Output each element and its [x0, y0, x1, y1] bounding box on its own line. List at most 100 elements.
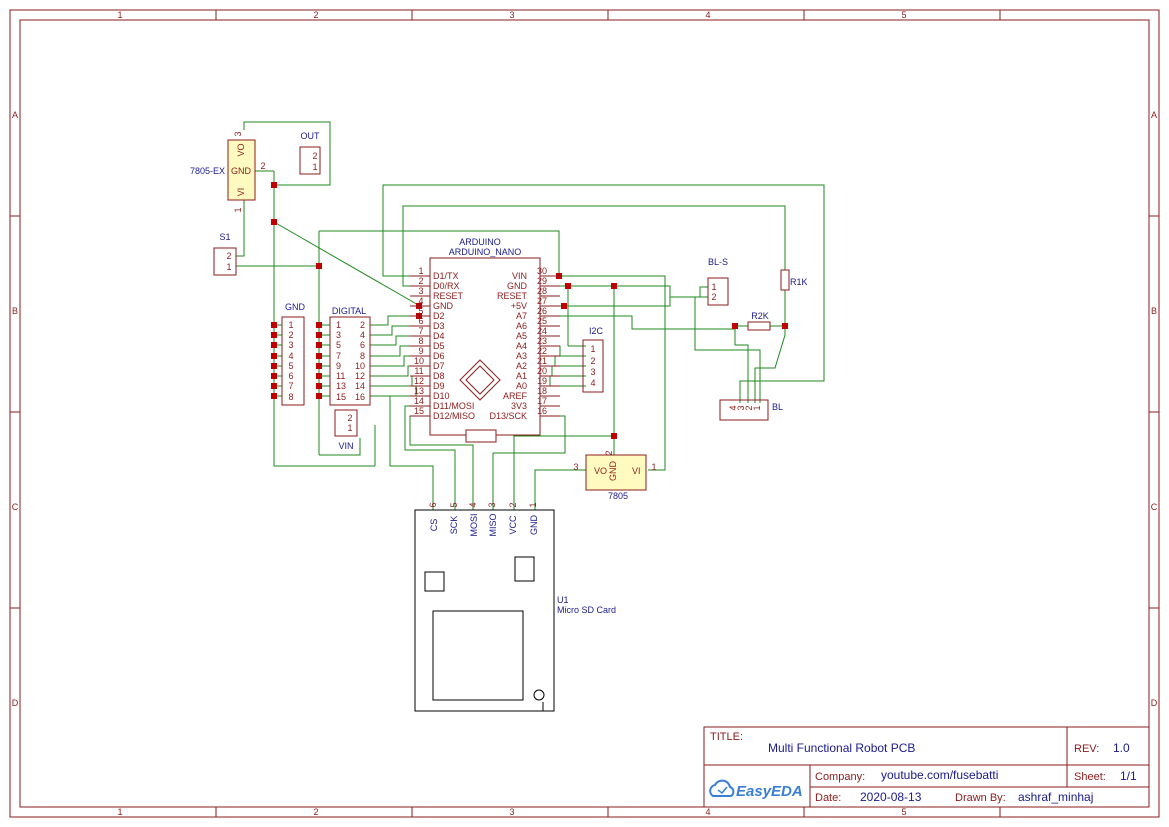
nano-lnum-12: 12 — [414, 376, 424, 386]
nano-lnum-2: 2 — [418, 276, 423, 286]
reg2-num-1: 1 — [651, 462, 656, 472]
row-label-left-d: D — [12, 698, 19, 708]
gnd-pin-7: 7 — [288, 381, 293, 391]
gnd-pin-6: 6 — [288, 371, 293, 381]
title-block: TITLE: Multi Functional Robot PCB REV: 1… — [703, 726, 1150, 808]
nano-pin-d5: D5 — [433, 341, 445, 351]
arduino-nano[interactable]: ARDUINO ARDUINO_NANO 1 2 3 4 — [410, 237, 560, 443]
nano-pin-d13-sck: D13/SCK — [489, 411, 527, 421]
digital-header[interactable]: DIGITAL 1 3 5 7 9 11 13 15 2 4 6 8 10 12… — [329, 306, 371, 406]
sd-num-4: 4 — [468, 502, 478, 507]
bl-s-pin-1: 1 — [711, 282, 716, 292]
bl-connector[interactable]: BL 4 3 2 1 — [719, 399, 783, 421]
nano-rnum-27: 27 — [537, 296, 547, 306]
digital-pin-6: 6 — [360, 340, 365, 350]
row-label-right-c: C — [1151, 502, 1158, 512]
digital-pin-15: 15 — [336, 392, 346, 402]
reg1-num-3: 3 — [233, 131, 243, 136]
digital-pin-9: 9 — [336, 361, 341, 371]
reg2-num-2: 2 — [604, 450, 614, 455]
nano-rnum-30: 30 — [537, 266, 547, 276]
sd-ref: U1 — [557, 595, 569, 605]
vin-connector[interactable]: 2 1 VIN — [334, 409, 358, 451]
digital-pin-7: 7 — [336, 351, 341, 361]
resistor-r1k[interactable]: R1K — [780, 269, 808, 291]
col-label-bottom-1: 1 — [117, 807, 122, 817]
i2c-pin-2: 2 — [590, 356, 595, 366]
gnd-header[interactable]: GND 1 2 3 4 5 6 7 8 — [281, 302, 306, 406]
nano-pin-a6: A6 — [516, 321, 527, 331]
frame-column-labels-bottom: 1 2 3 4 5 — [117, 807, 906, 817]
nano-pin-a1: A1 — [516, 371, 527, 381]
micro-sd-card-module[interactable]: 6 5 4 3 2 1 CS SCK MOSI MISO VCC GND U1 … — [414, 502, 616, 712]
nano-lnum-6: 6 — [418, 316, 423, 326]
col-label-bottom-3: 3 — [509, 807, 514, 817]
nano-left-pin-lines — [410, 275, 430, 417]
i2c-connector[interactable]: I2C 1 2 3 4 — [582, 326, 604, 393]
digital-pin-11: 11 — [336, 371, 345, 381]
row-label-left-a: A — [12, 110, 18, 120]
digital-left-pins: 1 3 5 7 9 11 13 15 — [336, 320, 346, 402]
out-connector[interactable]: OUT 2 1 — [299, 131, 321, 175]
regulator-7805[interactable]: VO GND VI 3 2 1 7805 — [573, 450, 656, 501]
nano-pin-d2: D2 — [433, 311, 445, 321]
reg1-pin-gnd: GND — [231, 166, 252, 176]
nano-rnum-25: 25 — [537, 316, 547, 326]
company-label: Company: — [815, 771, 865, 783]
sd-pin-names: CS SCK MOSI MISO VCC GND — [429, 513, 539, 536]
nano-lnum-3: 3 — [418, 286, 423, 296]
wires — [236, 121, 825, 510]
nano-pin-a3: A3 — [516, 351, 527, 361]
col-label-top-2: 2 — [313, 10, 318, 20]
gnd-header-name: GND — [285, 302, 306, 312]
switch-s1[interactable]: S1 2 1 — [213, 232, 237, 276]
nano-pin-d12-miso: D12/MISO — [433, 411, 475, 421]
reg2-pin-vi: VI — [632, 466, 641, 476]
out-name: OUT — [301, 131, 321, 141]
nano-left-pin-names: D1/TX D0/RX RESET GND D2 D3 D4 D5 D6 D7 … — [433, 271, 475, 421]
resistor-r2k[interactable]: R2K — [747, 311, 771, 331]
row-label-left-c: C — [12, 502, 19, 512]
sd-num-6: 6 — [428, 502, 438, 507]
nano-pin-d9: D9 — [433, 381, 445, 391]
nano-pin-vin: VIN — [512, 271, 527, 281]
nano-pin-d4: D4 — [433, 331, 445, 341]
sd-pin-gnd: GND — [529, 515, 539, 536]
nano-rnum-26: 26 — [537, 306, 547, 316]
r1k-label: R1K — [790, 277, 808, 287]
sd-name: Micro SD Card — [557, 605, 616, 615]
bl-s-connector[interactable]: BL-S 1 2 — [707, 257, 729, 306]
digital-pin-13: 13 — [336, 381, 346, 391]
i2c-pin-4: 4 — [590, 378, 595, 388]
i2c-pin-3: 3 — [590, 367, 595, 377]
nano-right-pin-lines — [540, 275, 560, 417]
company-value: youtube.com/fusebatti — [881, 768, 998, 782]
nano-pin-d7: D7 — [433, 361, 445, 371]
nano-left-pin-numbers: 1 2 3 4 5 6 7 8 9 10 11 12 13 14 15 — [414, 266, 424, 416]
nano-rnum-23: 23 — [537, 336, 547, 346]
nano-lnum-4: 4 — [418, 296, 423, 306]
nano-rnum-28: 28 — [537, 286, 547, 296]
nano-pin-a0: A0 — [516, 381, 527, 391]
cloud-icon — [709, 779, 735, 797]
bl-s-name: BL-S — [708, 257, 728, 267]
digital-pin-2: 2 — [360, 320, 365, 330]
i2c-pin-1: 1 — [590, 344, 595, 354]
col-label-bottom-5: 5 — [901, 807, 906, 817]
nano-pin-d3: D3 — [433, 321, 445, 331]
sd-num-3: 3 — [487, 502, 497, 507]
regulator-7805-ex[interactable]: VO GND VI 3 2 1 7805-EX — [190, 131, 266, 212]
r2k-label: R2K — [751, 311, 769, 321]
gnd-pin-8: 8 — [288, 392, 293, 402]
s1-name: S1 — [219, 232, 230, 242]
sd-graphics — [424, 556, 545, 711]
easyeda-logo-text: EasyEDA — [736, 783, 803, 800]
digital-name: DIGITAL — [332, 306, 366, 316]
reg2-pin-vo: VO — [594, 466, 607, 476]
bl-pin-1: 1 — [752, 405, 762, 410]
sd-num-1: 1 — [528, 502, 538, 507]
row-label-right-b: B — [1151, 306, 1157, 316]
digital-pin-8: 8 — [360, 351, 365, 361]
nano-pin-d6: D6 — [433, 351, 445, 361]
